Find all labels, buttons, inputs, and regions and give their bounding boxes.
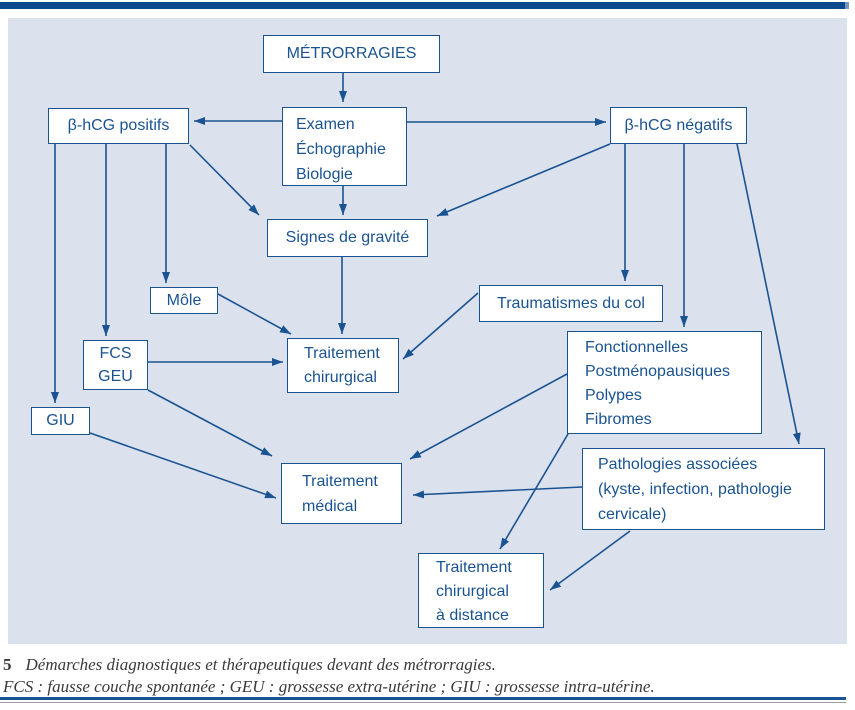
node-label-line: MÉTRORRAGIES: [286, 45, 417, 62]
node-traitement-medical: Traitement médical: [281, 463, 402, 524]
node-mole: Môle: [150, 287, 218, 314]
node-label-line: Traitement: [304, 345, 380, 362]
node-giu: GIU: [31, 407, 90, 435]
node-label-line: Examen: [296, 116, 355, 133]
node-label-line: Biologie: [296, 166, 353, 183]
node-label-line: (kyste, infection, pathologie: [598, 481, 792, 498]
node-label-line: Traumatismes du col: [497, 294, 645, 312]
node-bhcg-positifs: β-hCG positifs: [48, 108, 189, 144]
node-label-line: Fibromes: [585, 411, 652, 428]
node-label-line: GEU: [98, 368, 133, 385]
node-label-line: médical: [302, 498, 358, 515]
node-traitement-chirurgical: Traitement chirurgical: [287, 338, 399, 393]
figure-legend: FCS : fausse couche spontanée ; GEU : gr…: [3, 677, 655, 696]
node-fcs-geu: FCS GEU: [83, 340, 148, 390]
node-examen: Examen Échographie Biologie: [282, 107, 407, 186]
figure-caption-line: 5 Démarches diagnostiques et thérapeutiqu…: [3, 654, 851, 676]
node-label-line: Polypes: [585, 387, 642, 404]
node-label-line: GIU: [46, 412, 75, 429]
node-label-line: chirurgical: [436, 583, 509, 600]
figure-caption-text: Démarches diagnostiques et thérapeutique…: [25, 655, 496, 674]
top-rule: [0, 2, 845, 9]
node-traumatismes-col: Traumatismes du col: [479, 285, 663, 322]
node-label-line: β-hCG négatifs: [624, 116, 733, 134]
node-fonctionnelles: Fonctionnelles Postménopausiques Polypes…: [567, 331, 762, 434]
bottom-rule: [0, 697, 846, 700]
node-pathologies-associees: Pathologies associées (kyste, infection,…: [582, 448, 825, 530]
node-metrorragies: MÉTRORRAGIES: [263, 35, 440, 73]
node-label-line: cervicale): [598, 506, 667, 523]
bottom-rule-shadow: [0, 702, 846, 703]
node-label-line: β-hCG positifs: [67, 117, 170, 134]
figure-caption: 5 Démarches diagnostiques et thérapeutiqu…: [3, 654, 851, 698]
node-signes-gravite: Signes de gravité: [267, 219, 428, 257]
node-label-line: Pathologies associées: [598, 456, 758, 473]
node-label-line: Môle: [166, 291, 202, 309]
node-label-line: Signes de gravité: [285, 229, 410, 246]
figure-number: 5: [3, 655, 12, 674]
top-rule-end-cap: [845, 2, 849, 9]
node-label-line: FCS: [99, 345, 132, 362]
node-label-line: Échographie: [296, 141, 386, 158]
node-label-line: Traitement: [436, 559, 512, 576]
node-label-line: Postménopausiques: [585, 363, 730, 380]
node-label-line: Fonctionnelles: [585, 339, 689, 356]
node-traitement-chirurgical-distance: Traitement chirurgical à distance: [418, 553, 544, 628]
node-bhcg-negatifs: β-hCG négatifs: [610, 107, 747, 144]
node-label-line: Traitement: [302, 473, 378, 490]
node-label-line: chirurgical: [304, 369, 377, 386]
node-label-line: à distance: [436, 607, 509, 624]
